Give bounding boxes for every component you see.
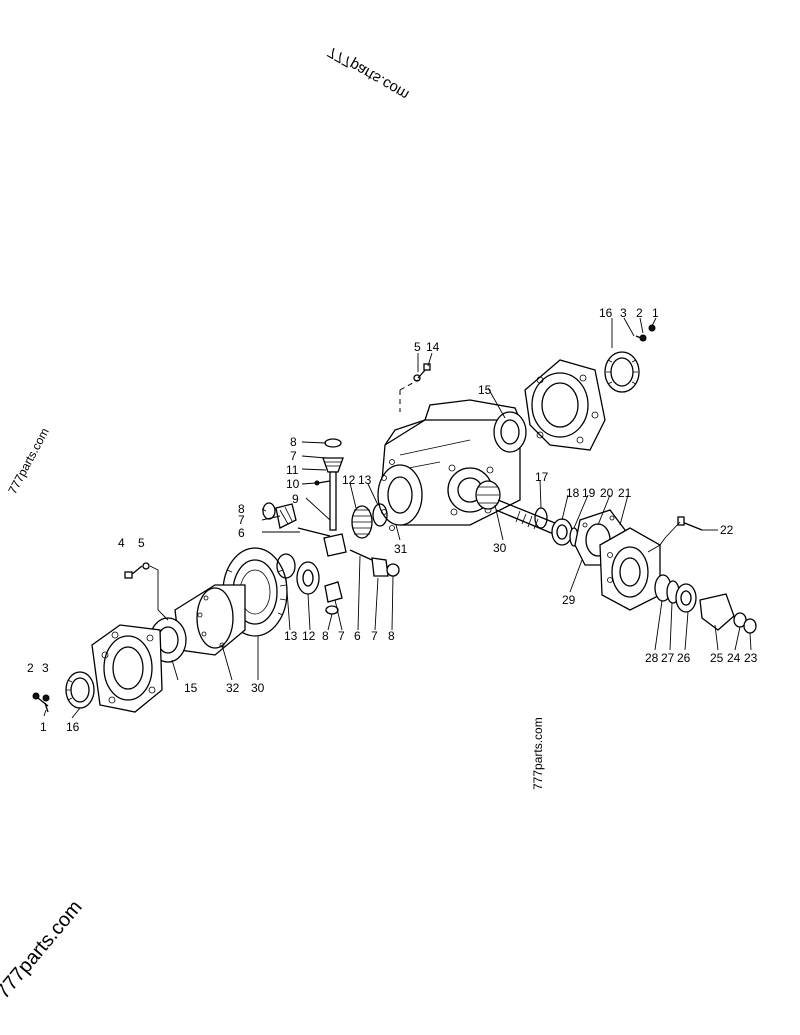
callout-32: 32 — [226, 681, 240, 695]
callout-5: 5 — [414, 340, 421, 354]
callout-2: 2 — [636, 306, 643, 320]
callout-25: 25 — [710, 651, 724, 665]
callout-15: 15 — [478, 383, 492, 397]
callout-labels: 16 3 2 1 5 14 15 8 7 11 10 12 13 9 8 7 6… — [27, 306, 758, 734]
callout-8: 8 — [238, 502, 245, 516]
callout-24: 24 — [727, 651, 741, 665]
watermark-center: 777parts.com — [531, 717, 545, 790]
bearing-16-upper — [604, 351, 640, 393]
callout-8: 8 — [290, 435, 297, 449]
callout-16: 16 — [599, 306, 613, 320]
diff-gears-upper — [314, 438, 344, 531]
callout-1: 1 — [652, 306, 659, 320]
bolt-4-5 — [124, 562, 169, 621]
callout-30: 30 — [493, 541, 507, 555]
callout-23: 23 — [744, 651, 758, 665]
callout-1: 1 — [40, 720, 47, 734]
bolt-5-14 — [399, 363, 431, 412]
callout-9: 9 — [292, 492, 299, 506]
diff-gears-lower — [276, 549, 400, 615]
watermark-left: 777parts.com — [5, 426, 51, 497]
callout-22: 22 — [720, 523, 734, 537]
callout-21: 21 — [618, 486, 632, 500]
callout-4: 4 — [118, 536, 125, 550]
callout-31: 31 — [394, 542, 408, 556]
ring-stack-26-28 — [654, 574, 697, 613]
callout-8: 8 — [388, 629, 395, 643]
callout-7: 7 — [338, 629, 345, 643]
watermark-bottom-left: 777parts.com — [0, 896, 87, 1003]
callout-7: 7 — [238, 513, 245, 527]
side-cover-left — [91, 624, 163, 713]
callout-18: 18 — [566, 486, 580, 500]
pinion-shaft-30 — [475, 480, 561, 536]
callout-29: 29 — [562, 593, 576, 607]
spider-gear-cluster — [323, 503, 388, 557]
callout-15: 15 — [184, 681, 198, 695]
callout-12: 12 — [302, 629, 316, 643]
callout-28: 28 — [645, 651, 659, 665]
callout-5: 5 — [138, 536, 145, 550]
callout-26: 26 — [677, 651, 691, 665]
side-cover-right — [524, 359, 606, 451]
diff-case-32 — [174, 584, 246, 656]
callout-7: 7 — [290, 449, 297, 463]
callout-11: 11 — [286, 463, 299, 477]
bolt-set-upper-right — [635, 324, 656, 342]
seal-15-upper — [493, 411, 527, 453]
bolt-set-lower-left — [32, 692, 50, 713]
watermark-top: 777parts.com — [325, 43, 412, 103]
yoke-25 — [699, 593, 757, 634]
callout-14: 14 — [426, 340, 440, 354]
callout-17: 17 — [535, 470, 549, 484]
callout-7: 7 — [371, 629, 378, 643]
callout-20: 20 — [600, 486, 614, 500]
output-housing — [599, 527, 661, 611]
callout-12: 12 — [342, 473, 356, 487]
callout-3: 3 — [42, 661, 49, 675]
callout-19: 19 — [582, 486, 596, 500]
diff-side-gear-left — [262, 502, 331, 537]
callout-30: 30 — [251, 681, 265, 695]
bearing-16-lower — [65, 671, 95, 709]
bolt-22 — [647, 516, 703, 553]
callout-3: 3 — [620, 306, 627, 320]
callout-13: 13 — [358, 473, 372, 487]
callout-8: 8 — [322, 629, 329, 643]
bearing-18-19 — [551, 518, 579, 547]
callout-27: 27 — [661, 651, 675, 665]
leader-lines — [43, 317, 752, 719]
callout-6: 6 — [354, 629, 361, 643]
callout-2: 2 — [27, 661, 34, 675]
callout-6: 6 — [238, 526, 245, 540]
callout-10: 10 — [286, 477, 300, 491]
callout-13: 13 — [284, 629, 298, 643]
callout-16: 16 — [66, 720, 80, 734]
